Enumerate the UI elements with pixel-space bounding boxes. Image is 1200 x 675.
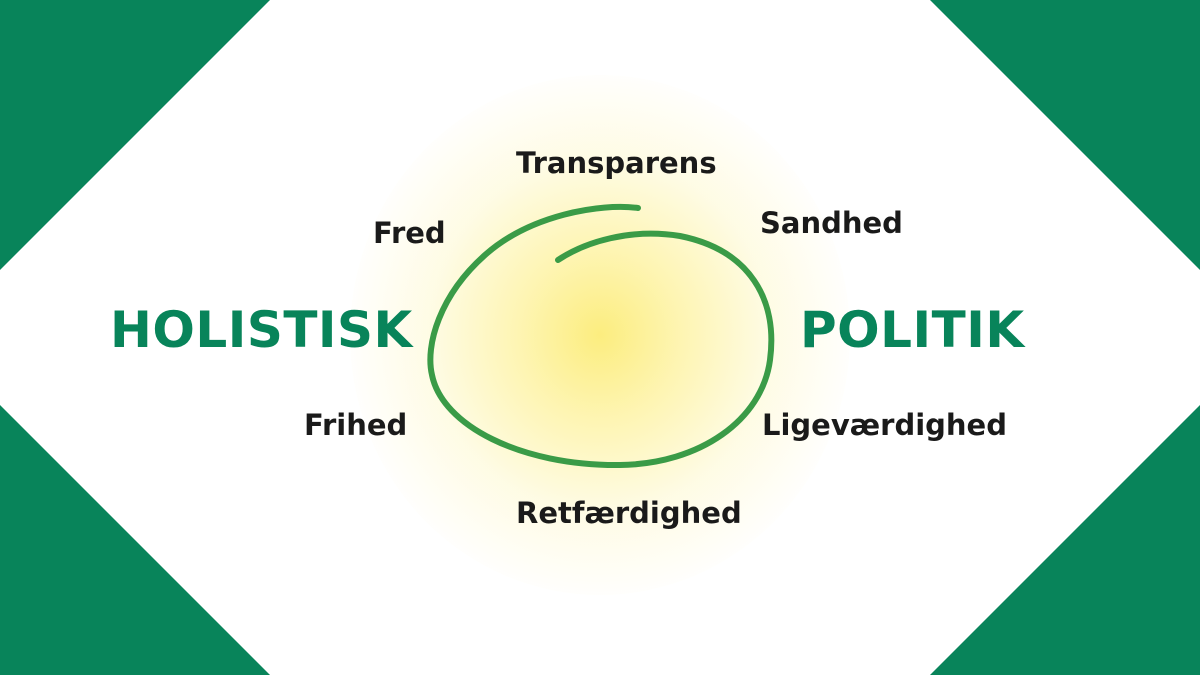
heading-politik: POLITIK (800, 301, 1025, 359)
heading-holistisk: HOLISTISK (110, 301, 413, 359)
value-frihed: Frihed (304, 408, 408, 442)
corner-top-right (930, 0, 1200, 270)
value-fred: Fred (373, 216, 446, 250)
value-retfaerdighed: Retfærdighed (516, 496, 742, 530)
corner-top-left (0, 0, 270, 270)
value-sandhed: Sandhed (760, 206, 903, 240)
corner-bottom-left (0, 405, 270, 675)
swirl-stroke (427, 203, 775, 469)
value-ligevaerdighed: Ligeværdighed (762, 408, 1007, 442)
value-transparens: Transparens (516, 146, 717, 180)
corner-bottom-right (930, 405, 1200, 675)
